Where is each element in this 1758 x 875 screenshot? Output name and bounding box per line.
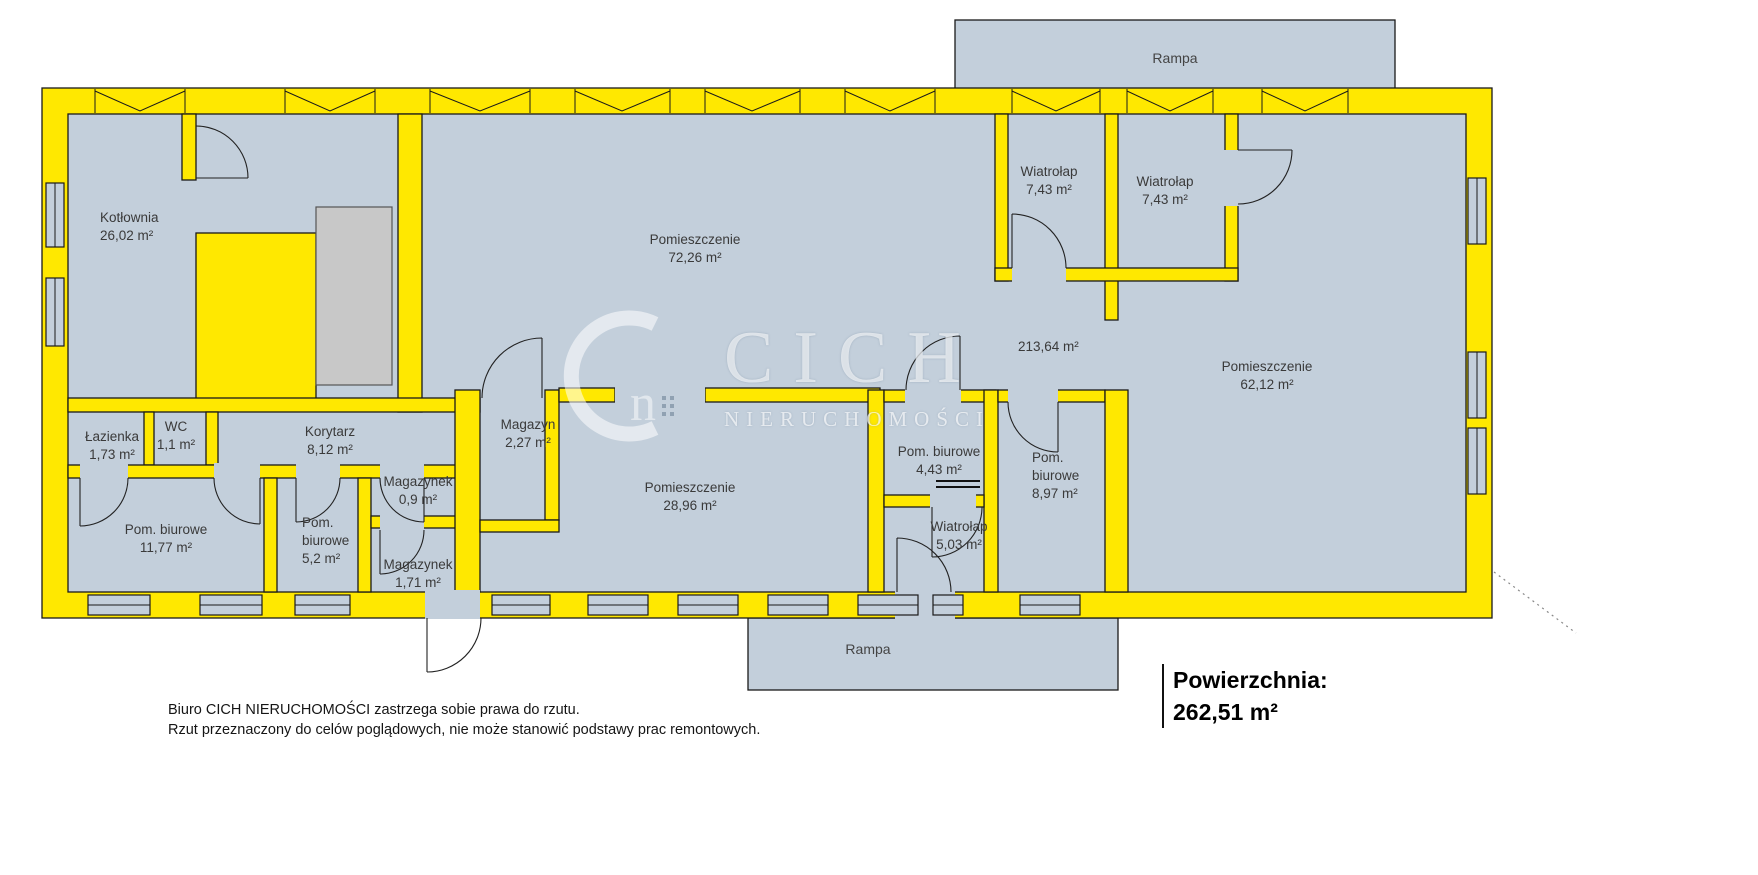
room-label-pom-biurowe-1177: Pom. biurowe 11,77 m² — [118, 521, 214, 557]
room-name: Pomieszczenie — [1221, 359, 1313, 374]
top-wall-openings — [94, 89, 1349, 113]
room-label-wiatrolap-1: Wiatrołap 7,43 m² — [993, 163, 1105, 199]
equipment-block — [315, 206, 393, 386]
door-arcs — [79, 125, 1293, 673]
ramp-bottom-shape — [747, 617, 1119, 691]
room-label-magazynek-09: Magazynek 0,9 m² — [380, 473, 456, 509]
room-area: 1,71 m² — [395, 575, 441, 591]
disclaimer: Biuro CICH NIERUCHOMOŚCI zastrzega sobie… — [168, 701, 760, 740]
hatch-marks — [936, 480, 980, 488]
room-area: 28,96 m² — [663, 498, 717, 514]
room-label-lazienka: Łazienka 1,73 m² — [78, 428, 146, 464]
room-name: Korytarz — [304, 424, 356, 439]
room-area: 2,27 m² — [505, 435, 551, 451]
room-label-pom-biurowe-897: Pom. biurowe 8,97 m² — [1032, 449, 1079, 504]
room-name: Kotłownia — [100, 210, 159, 225]
room-area: 26,02 m² — [100, 228, 154, 244]
room-area: 0,9 m² — [398, 492, 438, 508]
room-label-wc: WC 1,1 m² — [150, 418, 202, 454]
room-name: Pom. biurowe — [897, 444, 981, 459]
room-area: 7,43 m² — [1026, 182, 1072, 198]
room-label-pom-biurowe-443: Pom. biurowe 4,43 m² — [893, 443, 985, 479]
room-name: Pom. biurowe — [1032, 450, 1080, 484]
disclaimer-line-1: Biuro CICH NIERUCHOMOŚCI zastrzega sobie… — [168, 702, 580, 718]
area-summary-value: 262,51 m² — [1173, 699, 1278, 726]
room-area: 1,1 m² — [156, 437, 196, 453]
room-name: WC — [164, 419, 188, 434]
room-name: Magazynek — [383, 557, 453, 572]
room-name: Wiatrołap — [930, 519, 988, 534]
room-label-korytarz: Korytarz 8,12 m² — [296, 423, 364, 459]
room-area: 5,03 m² — [936, 537, 982, 553]
windows — [45, 177, 1487, 616]
room-label-pomieszczenie-72: Pomieszczenie 72,26 m² — [640, 231, 750, 267]
room-area: 4,43 m² — [916, 462, 962, 478]
room-area: 8,12 m² — [307, 442, 353, 458]
room-label-magazyn: Magazyn 2,27 m² — [494, 416, 562, 452]
room-area: 5,2 m² — [302, 551, 341, 567]
area-summary: Powierzchnia: 262,51 m² — [1162, 664, 1328, 729]
room-label-pomieszczenie-62: Pomieszczenie 62,12 m² — [1208, 358, 1326, 394]
interior-walls — [67, 113, 1239, 593]
room-name: Magazynek — [383, 474, 453, 489]
room-name: Pom. biurowe — [124, 522, 208, 537]
room-label-magazynek-171: Magazynek 1,71 m² — [380, 556, 456, 592]
room-name: Pom. biurowe — [302, 515, 350, 549]
dotted-extension-line — [1493, 571, 1577, 634]
room-name: Pomieszczenie — [644, 480, 736, 495]
room-area: 8,97 m² — [1032, 486, 1078, 502]
room-label-pom-biurowe-52: Pom. biurowe 5,2 m² — [302, 514, 349, 569]
open-area-label: 213,64 m² — [1018, 339, 1079, 354]
disclaimer-line-2: Rzut przeznaczony do celów poglądowych, … — [168, 721, 761, 738]
room-area: 62,12 m² — [1240, 377, 1294, 393]
room-label-kotlownia: Kotłownia 26,02 m² — [100, 209, 159, 245]
room-name: Magazyn — [500, 417, 556, 432]
room-label-wiatrolap-2: Wiatrołap 7,43 m² — [1106, 173, 1224, 209]
ramp-bottom-label: Rampa — [845, 641, 891, 657]
room-label-pomieszczenie-2896: Pomieszczenie 28,96 m² — [638, 479, 742, 515]
area-summary-label: Powierzchnia: — [1173, 667, 1328, 693]
room-label-wiatrolap-503: Wiatrołap 5,03 m² — [918, 518, 1000, 554]
room-area: 72,26 m² — [668, 250, 722, 266]
room-area: 1,73 m² — [89, 447, 135, 463]
room-area: 7,43 m² — [1142, 192, 1188, 208]
ramp-top-shape — [954, 19, 1396, 91]
room-name: Wiatrołap — [1136, 174, 1194, 189]
room-name: Wiatrołap — [1020, 164, 1078, 179]
room-name: Pomieszczenie — [649, 232, 741, 247]
room-name: Łazienka — [84, 429, 140, 444]
room-area: 11,77 m² — [139, 540, 193, 556]
ramp-top-label: Rampa — [1152, 50, 1198, 66]
